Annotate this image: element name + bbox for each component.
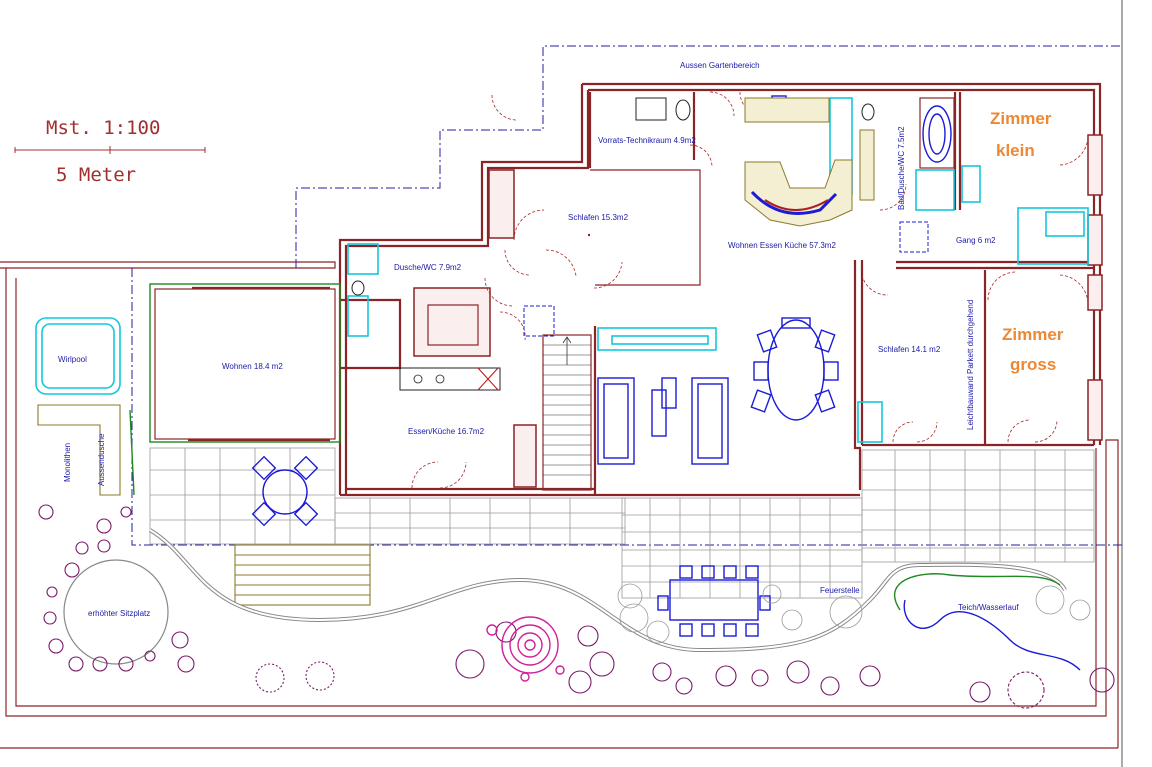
scale-length: 5 Meter <box>56 164 136 186</box>
label-gang: Gang 6 m2 <box>956 236 996 245</box>
annotation-zimmer-klein-line1: Zimmer <box>990 109 1052 128</box>
annotation-zimmer-gross-line1: Zimmer <box>1002 325 1064 344</box>
building-line <box>131 45 1122 546</box>
label-schlafen-rechts: Schlafen 14.1 m2 <box>878 345 941 354</box>
room-labels: Aussen Gartenbereich Vorrats-Technikraum… <box>58 61 1019 618</box>
plants <box>38 504 1115 709</box>
label-sitzplatz: erhöhter Sitzplatz <box>88 609 150 618</box>
label-bad-dusche: Bad/Dusche/WC 7.5m2 <box>897 126 906 210</box>
label-feuerstelle: Feuerstelle <box>820 586 860 595</box>
label-leichtbauwand: Leichtbauwand Parkett durchgehend <box>966 300 975 430</box>
property-boundary <box>0 0 1123 767</box>
scale-bar: Mst. 1:100 5 Meter <box>14 117 206 186</box>
staircase <box>542 334 592 491</box>
terrace-furniture <box>251 455 771 637</box>
label-teich: Teich/Wasserlauf <box>958 603 1019 612</box>
label-monolithen: Monolithen <box>63 443 72 482</box>
living-furniture <box>597 317 839 465</box>
fixtures <box>35 95 1089 443</box>
fountain-rings <box>486 616 565 682</box>
garden-features <box>37 404 1081 671</box>
paving <box>149 447 1095 599</box>
label-essen-kueche: Essen/Küche 16.7m2 <box>408 427 485 436</box>
annotation-zimmer-gross-line2: gross <box>1010 355 1056 374</box>
label-wohnen: Wohnen 18.4 m2 <box>222 362 283 371</box>
label-aussen-garten: Aussen Gartenbereich <box>680 61 760 70</box>
label-vorrats: Vorrats-Technikraum 4.9m2 <box>598 136 696 145</box>
label-wirlpool: Wirlpool <box>58 355 87 364</box>
label-wohnen-essen-kueche: Wohnen Essen Küche 57.3m2 <box>728 241 836 250</box>
annotation-zimmer-klein-line2: klein <box>996 141 1035 160</box>
scale-ratio: Mst. 1:100 <box>46 117 160 139</box>
doors <box>411 91 1089 489</box>
room-annotations: Zimmer klein Zimmer gross <box>990 109 1064 374</box>
building-walls <box>338 82 1103 497</box>
label-aussendusche: Aussendusche <box>97 433 106 486</box>
label-dusche-wc: Dusche/WC 7.9m2 <box>394 263 462 272</box>
wohnen-room <box>149 283 341 443</box>
kitchen-counters <box>744 97 875 227</box>
label-schlafen-oben: Schlafen 15.3m2 <box>568 213 629 222</box>
